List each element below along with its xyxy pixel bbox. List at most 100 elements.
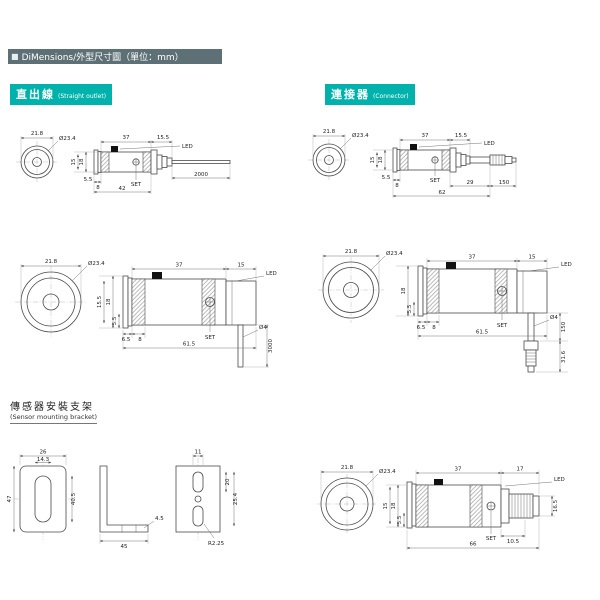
dim-label: 6.5	[417, 325, 426, 331]
dim-label: 42	[119, 186, 126, 192]
side-view: 37 15 LED 18 15.5 5.5 6.5 8 61.5 SET Ø4 …	[97, 263, 277, 368]
dim-label: 5.5	[84, 177, 93, 183]
led-label: LED	[561, 262, 572, 268]
dim-label: 18	[79, 158, 85, 165]
dim-label: 47	[7, 495, 13, 502]
section-straight-outlet-label: 直出線	[16, 88, 55, 101]
set-label: SET	[497, 323, 508, 329]
led-indicator	[111, 146, 118, 152]
front-view: 21.8 Ø23.4	[16, 131, 76, 183]
dim-label: 21.8	[31, 131, 44, 137]
dim-label: Ø23.4	[88, 260, 105, 267]
led-indicator	[152, 272, 162, 279]
drawing-connector-axial: 21.8 Ø23.4 37 15.5 LED	[308, 129, 517, 198]
dim-label: Ø23.4	[379, 468, 396, 475]
dim-label: 18	[106, 298, 112, 305]
dim-label: Ø23.4	[352, 132, 369, 139]
section-connector-label: 連接器	[331, 88, 370, 101]
set-label: SET	[430, 178, 441, 184]
dim-label: 8	[138, 337, 142, 343]
dim-label: 61.5	[476, 330, 489, 336]
dim-label: 8	[432, 325, 436, 331]
dim-label: 15	[370, 156, 376, 163]
drawing-connector-stub: 21.8 Ø23.4 37 17 LED 16.5	[317, 465, 565, 550]
section-mounting-bracket-sublabel: (Sensor mounting bracket)	[10, 413, 98, 421]
section-connector: 連接器 (Connector)	[325, 84, 415, 105]
dim-label: 10.5	[507, 539, 520, 545]
dim-label: 21.8	[341, 465, 354, 471]
front-view: 21.8 Ø23.4	[15, 259, 105, 338]
led-indicator	[410, 144, 417, 150]
dim-label: R2.25	[208, 541, 225, 547]
dim-label: 8	[96, 185, 100, 191]
connector-shaft	[527, 312, 535, 342]
dim-label: 62	[439, 190, 446, 196]
dim-label: Ø23.4	[386, 250, 403, 257]
dim-label: 21.8	[323, 129, 336, 135]
dim-label: 16.5	[553, 499, 559, 512]
dim-label: 17	[517, 467, 524, 473]
drawing-straight-right-angle: 21.8 Ø23.4 37 15 LED 18 15.5 5.5	[15, 259, 277, 368]
dim-label: Ø4	[259, 324, 267, 331]
dim-label: 11	[195, 450, 202, 456]
dimensions-header: ■ DiMensions/外型尺寸圖（單位：mm）	[8, 49, 222, 64]
dim-label: 20	[225, 478, 231, 485]
connector-thread	[525, 349, 537, 367]
dim-label: 5.5	[397, 515, 403, 524]
dim-label: 61.5	[183, 342, 196, 348]
section-straight-outlet-sublabel: (Straight outlet)	[58, 93, 107, 100]
led-label: LED	[182, 144, 193, 150]
set-label: SET	[486, 536, 497, 542]
dim-label: 150	[561, 321, 567, 332]
dim-label: 2000	[194, 172, 208, 178]
dim-label: 5.5	[112, 316, 118, 325]
set-label: SET	[131, 182, 142, 188]
front-view: 21.8 Ø23.4	[318, 249, 403, 323]
cable	[171, 160, 231, 164]
side-view: 37 15 LED 18 5.5 6.5 8 61.5 SET Ø4 150 3…	[396, 255, 572, 373]
dim-label: 18	[378, 156, 384, 163]
dim-label: 5.5	[382, 175, 391, 181]
cable	[237, 324, 244, 368]
drawing-straight-axial: 21.8 Ø23.4 37 15.5 LED 18 15 5.5	[16, 131, 231, 194]
led-label: LED	[554, 477, 565, 483]
bracket-plate-view: 11 20 25.4 R2.25	[175, 450, 239, 547]
side-view: 37 15.5 LED 18 15 5.5 8 42 2000 SET	[71, 135, 231, 194]
dim-label: 15.5	[157, 135, 170, 141]
side-view: 37 17 LED 16.5 18 15 5.5 10.5 SET 66	[383, 467, 565, 550]
dim-label: 21.8	[45, 259, 58, 265]
dim-label: 15	[238, 263, 245, 269]
angle-block	[225, 280, 257, 326]
dim-label: 45	[121, 544, 128, 550]
bracket-side-view: 45 4.5	[99, 465, 164, 550]
dim-label: 37	[455, 467, 462, 473]
dim-label: 66	[470, 542, 477, 548]
bracket-front-view: 26 14.3 47 40.5	[7, 450, 77, 540]
dim-label: 15	[529, 255, 536, 261]
led-label: LED	[266, 271, 277, 277]
dim-label: 5.5	[407, 304, 413, 313]
dim-label: 15	[71, 158, 77, 165]
led-indicator	[446, 262, 456, 269]
drawing-mounting-bracket: 26 14.3 47 40.5 45 4.5 11 20 25.4 R2.25	[7, 450, 239, 551]
dim-label: Ø23.4	[59, 135, 76, 142]
angle-block	[516, 270, 548, 314]
dim-label: 29	[467, 180, 474, 186]
dim-label: 26	[40, 450, 47, 456]
dim-label: 14.3	[37, 457, 50, 463]
led-indicator	[434, 479, 443, 485]
drawing-connector-right-angle: 21.8 Ø23.4 37 15 LED 18	[318, 249, 572, 373]
dim-label: 150	[499, 180, 510, 186]
dim-label: 37	[123, 135, 130, 141]
dim-label: 37	[422, 133, 429, 139]
led-label: LED	[484, 141, 495, 147]
dim-label: 31.6	[561, 350, 567, 363]
section-mounting-bracket-label: 傳感器安裝支架	[10, 402, 94, 413]
section-straight-outlet: 直出線 (Straight outlet)	[10, 84, 113, 105]
dim-label: 18	[401, 287, 407, 294]
front-view: 21.8 Ø23.4	[317, 465, 396, 534]
dim-label: 21.8	[345, 249, 358, 255]
dim-label: 6.5	[122, 337, 131, 343]
dim-label: 15	[383, 502, 389, 509]
